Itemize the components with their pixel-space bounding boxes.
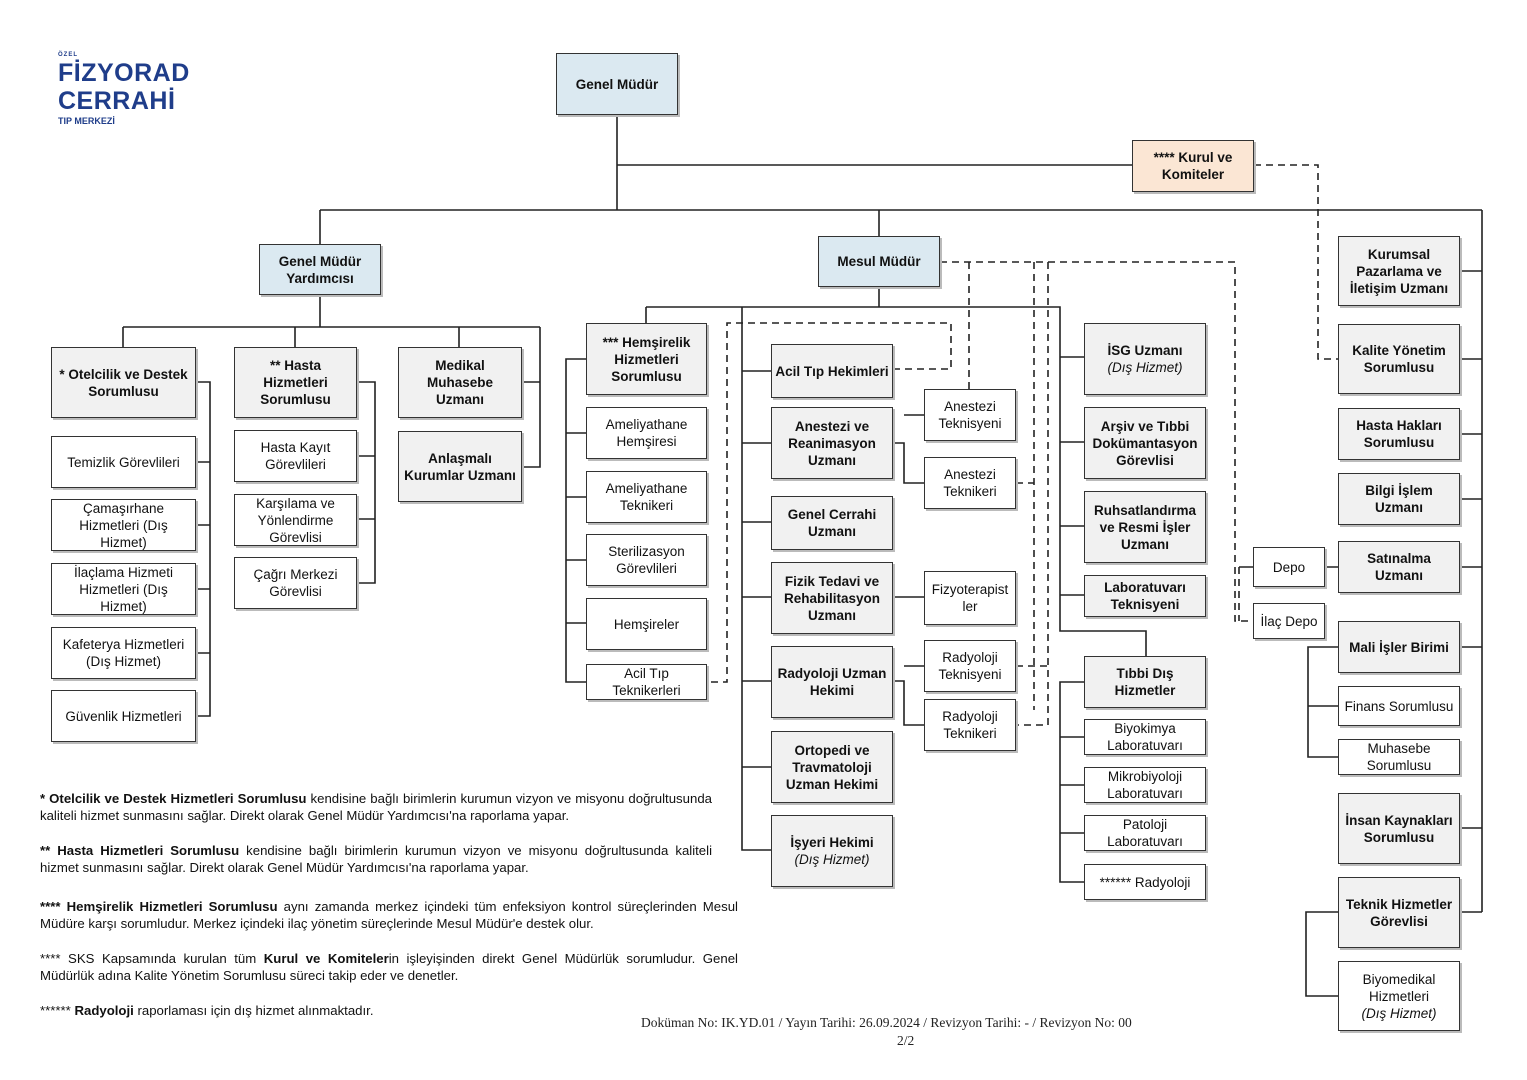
staff-2: Fizyoterapist ler bbox=[924, 571, 1016, 625]
tibbi-item-1: Mikrobiyoloji Laboratuvarı bbox=[1084, 767, 1206, 803]
tibbi-item-0: Biyokimya Laboratuvarı bbox=[1084, 719, 1206, 755]
right-0: İSG Uzmanı (Dış Hizmet) bbox=[1084, 323, 1206, 395]
note-5-pre: ****** bbox=[40, 1003, 75, 1018]
note-3-text: aynı zamanda merkez içindeki tüm enfeksi… bbox=[40, 899, 738, 931]
genel-mudur-box: Genel Müdür bbox=[556, 53, 678, 115]
right-3: Laboratuvarı Teknisyeni bbox=[1084, 575, 1206, 617]
doctor-6: İşyeri Hekimi (Dış Hizmet) bbox=[771, 815, 893, 887]
depo-box: Depo bbox=[1253, 547, 1325, 587]
note-5-bold: Radyoloji bbox=[74, 1003, 134, 1018]
anlasmali-kurumlar-box: Anlaşmalı Kurumlar Uzmanı bbox=[398, 431, 522, 502]
hemsirelik-item-4: Acil Tıp Teknikerleri bbox=[586, 664, 707, 700]
biyomedikal-box: Biyomedikal Hizmetleri (Dış Hizmet) bbox=[1338, 961, 1460, 1031]
right-col-0: Kurumsal Pazarlama ve İletişim Uzmanı bbox=[1338, 236, 1460, 306]
tibbi-item-2: Patoloji Laboratuvarı bbox=[1084, 815, 1206, 851]
otelcilik-item-0: Temizlik Görevlileri bbox=[51, 436, 196, 488]
staff-3: Radyoloji Teknisyeni bbox=[924, 640, 1016, 692]
logo-line3: TIP MERKEZİ bbox=[58, 116, 115, 126]
biyomedikal-note: (Dış Hizmet) bbox=[1361, 1005, 1437, 1021]
logo-line1: FİZYORAD bbox=[58, 59, 190, 87]
hasta-item-2: Çağrı Merkezi Görevlisi bbox=[234, 557, 357, 609]
right-1: Arşiv ve Tıbbi Dokümantasyon Görevlisi bbox=[1084, 407, 1206, 479]
right-col-5: Mali İşler Birimi bbox=[1338, 621, 1460, 673]
isyeri-hekimi-note: (Dış Hizmet) bbox=[794, 852, 870, 867]
staff-1: Anestezi Teknikeri bbox=[924, 457, 1016, 509]
isg-uzmani-label: İSG Uzmanı bbox=[1107, 343, 1183, 358]
otelcilik-item-3: Kafeterya Hizmetleri (Dış Hizmet) bbox=[51, 627, 196, 679]
right-2: Ruhsatlandırma ve Resmi İşler Uzmanı bbox=[1084, 491, 1206, 563]
ilac-depo-box: İlaç Depo bbox=[1253, 603, 1325, 639]
staff-4: Radyoloji Teknikeri bbox=[924, 699, 1016, 751]
doctor-1: Anestezi ve Reanimasyon Uzmanı bbox=[771, 407, 893, 479]
mesul-mudur-box: Mesul Müdür bbox=[818, 236, 940, 287]
doctor-3: Fizik Tedavi ve Rehabilitasyon Uzmanı bbox=[771, 562, 893, 634]
genel-mudur-yardimcisi-box: Genel Müdür Yardımcısı bbox=[259, 244, 381, 295]
mali-sub-0: Finans Sorumlusu bbox=[1338, 686, 1460, 726]
doctor-4: Radyoloji Uzman Hekimi bbox=[771, 646, 893, 718]
medikal-muhasebe-box: Medikal Muhasebe Uzmanı bbox=[398, 347, 522, 418]
otelcilik-box: * Otelcilik ve Destek Sorumlusu bbox=[51, 347, 196, 418]
footer-page: 2/2 bbox=[897, 1033, 915, 1048]
logo-line2: CERRAHİ bbox=[58, 87, 176, 115]
right-col-6: İnsan Kaynakları Sorumlusu bbox=[1338, 793, 1460, 864]
doctor-0: Acil Tıp Hekimleri bbox=[771, 344, 893, 398]
biyomedikal-label: Biyomedikal Hizmetleri bbox=[1362, 971, 1436, 1004]
note-1-bold: * Otelcilik ve Destek Hizmetleri Sorumlu… bbox=[40, 791, 307, 806]
tibbi-dis-hizmetler-box: Tıbbi Dış Hizmetler bbox=[1084, 656, 1206, 708]
mali-sub-1: Muhasebe Sorumlusu bbox=[1338, 739, 1460, 775]
note-2-bold: ** Hasta Hizmetleri Sorumlusu bbox=[40, 843, 240, 858]
isg-uzmani-note: (Dış Hizmet) bbox=[1107, 360, 1183, 375]
hasta-hizmetleri-box: ** Hasta Hizmetleri Sorumlusu bbox=[234, 347, 357, 418]
right-col-4: Satınalma Uzmanı bbox=[1338, 541, 1460, 593]
note-3: **** Hemşirelik Hizmetleri Sorumlusu ayn… bbox=[40, 898, 738, 932]
footer-doc: Doküman No: IK.YD.01 / Yayın Tarihi: 26.… bbox=[641, 1015, 1132, 1030]
kurul-komiteler-box: **** Kurul ve Komiteler bbox=[1132, 140, 1254, 192]
note-1-text: kendisine bağlı birimlerin kurumun vizyo… bbox=[40, 791, 712, 823]
note-4-bold: Kurul ve Komiteler bbox=[263, 951, 389, 966]
otelcilik-item-1: Çamaşırhane Hizmetleri (Dış Hizmet) bbox=[51, 499, 196, 551]
tibbi-item-3: ****** Radyoloji bbox=[1084, 864, 1206, 900]
doctor-5: Ortopedi ve Travmatoloji Uzman Hekimi bbox=[771, 731, 893, 803]
hemsirelik-item-0: Ameliyathane Hemşiresi bbox=[586, 407, 707, 459]
hemsirelik-item-3: Hemşireler bbox=[586, 598, 707, 650]
hemsirelik-item-2: Sterilizasyon Görevlileri bbox=[586, 534, 707, 586]
doctor-2: Genel Cerrahi Uzmanı bbox=[771, 496, 893, 550]
note-5: ****** Radyoloji raporlaması için dış hi… bbox=[40, 1002, 738, 1019]
note-4: **** SKS Kapsamında kurulan tüm Kurul ve… bbox=[40, 950, 738, 984]
logo: ÖZEL FİZYORAD CERRAHİ TIP MERKEZİ bbox=[58, 52, 190, 127]
note-1: * Otelcilik ve Destek Hizmetleri Sorumlu… bbox=[40, 790, 712, 824]
note-5-text: raporlaması için dış hizmet alınmaktadır… bbox=[133, 1003, 374, 1018]
note-2-text: kendisine bağlı birimlerin kurumun vizyo… bbox=[40, 843, 712, 875]
hasta-item-0: Hasta Kayıt Görevlileri bbox=[234, 430, 357, 482]
otelcilik-item-2: İlaçlama Hizmeti Hizmetleri (Dış Hizmet) bbox=[51, 563, 196, 615]
logo-ozel: ÖZEL bbox=[58, 52, 78, 58]
otelcilik-item-4: Güvenlik Hizmetleri bbox=[51, 690, 196, 742]
right-col-2: Hasta Hakları Sorumlusu bbox=[1338, 408, 1460, 460]
note-2: ** Hasta Hizmetleri Sorumlusu kendisine … bbox=[40, 842, 712, 876]
hemsirelik-item-1: Ameliyathane Teknikeri bbox=[586, 471, 707, 523]
note-4-text: in işleyişinden direkt Genel Müdürlük so… bbox=[40, 951, 738, 983]
right-col-3: Bilgi İşlem Uzmanı bbox=[1338, 473, 1460, 525]
note-3-bold: **** Hemşirelik Hizmetleri Sorumlusu bbox=[40, 899, 278, 914]
note-4-pre: **** SKS Kapsamında kurulan tüm bbox=[40, 951, 264, 966]
right-col-7: Teknik Hizmetler Görevlisi bbox=[1338, 877, 1460, 948]
isyeri-hekimi-label: İşyeri Hekimi bbox=[790, 835, 874, 850]
hemsirelik-box: *** Hemşirelik Hizmetleri Sorumlusu bbox=[586, 323, 707, 395]
staff-0: Anestezi Teknisyeni bbox=[924, 389, 1016, 441]
right-col-1: Kalite Yönetim Sorumlusu bbox=[1338, 324, 1460, 394]
hasta-item-1: Karşılama ve Yönlendirme Görevlisi bbox=[234, 494, 357, 546]
